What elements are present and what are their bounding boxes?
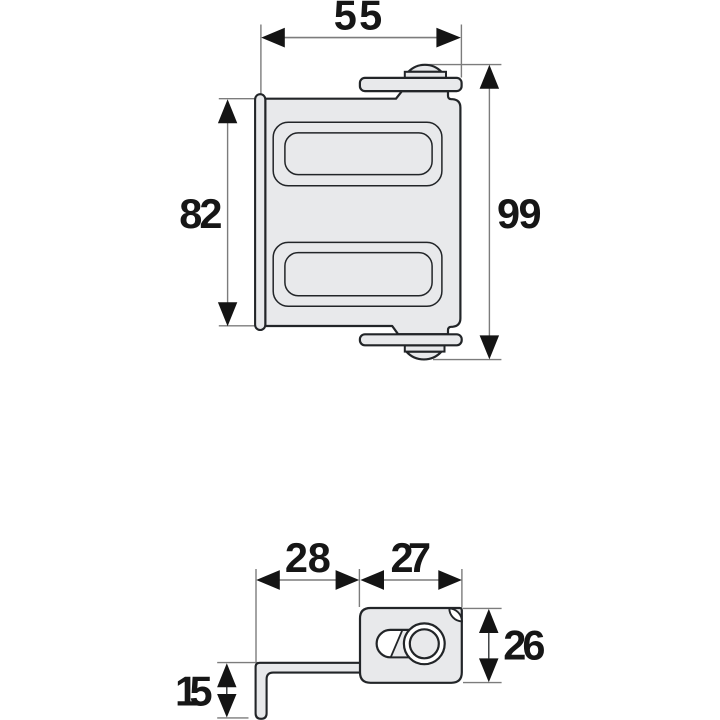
svg-text:27: 27 <box>391 534 432 581</box>
svg-text:26: 26 <box>503 622 545 669</box>
svg-text:99: 99 <box>497 190 542 237</box>
svg-text:82: 82 <box>179 190 222 237</box>
svg-text:15: 15 <box>175 667 213 714</box>
svg-text:55: 55 <box>334 0 383 39</box>
svg-text:28: 28 <box>285 534 331 581</box>
